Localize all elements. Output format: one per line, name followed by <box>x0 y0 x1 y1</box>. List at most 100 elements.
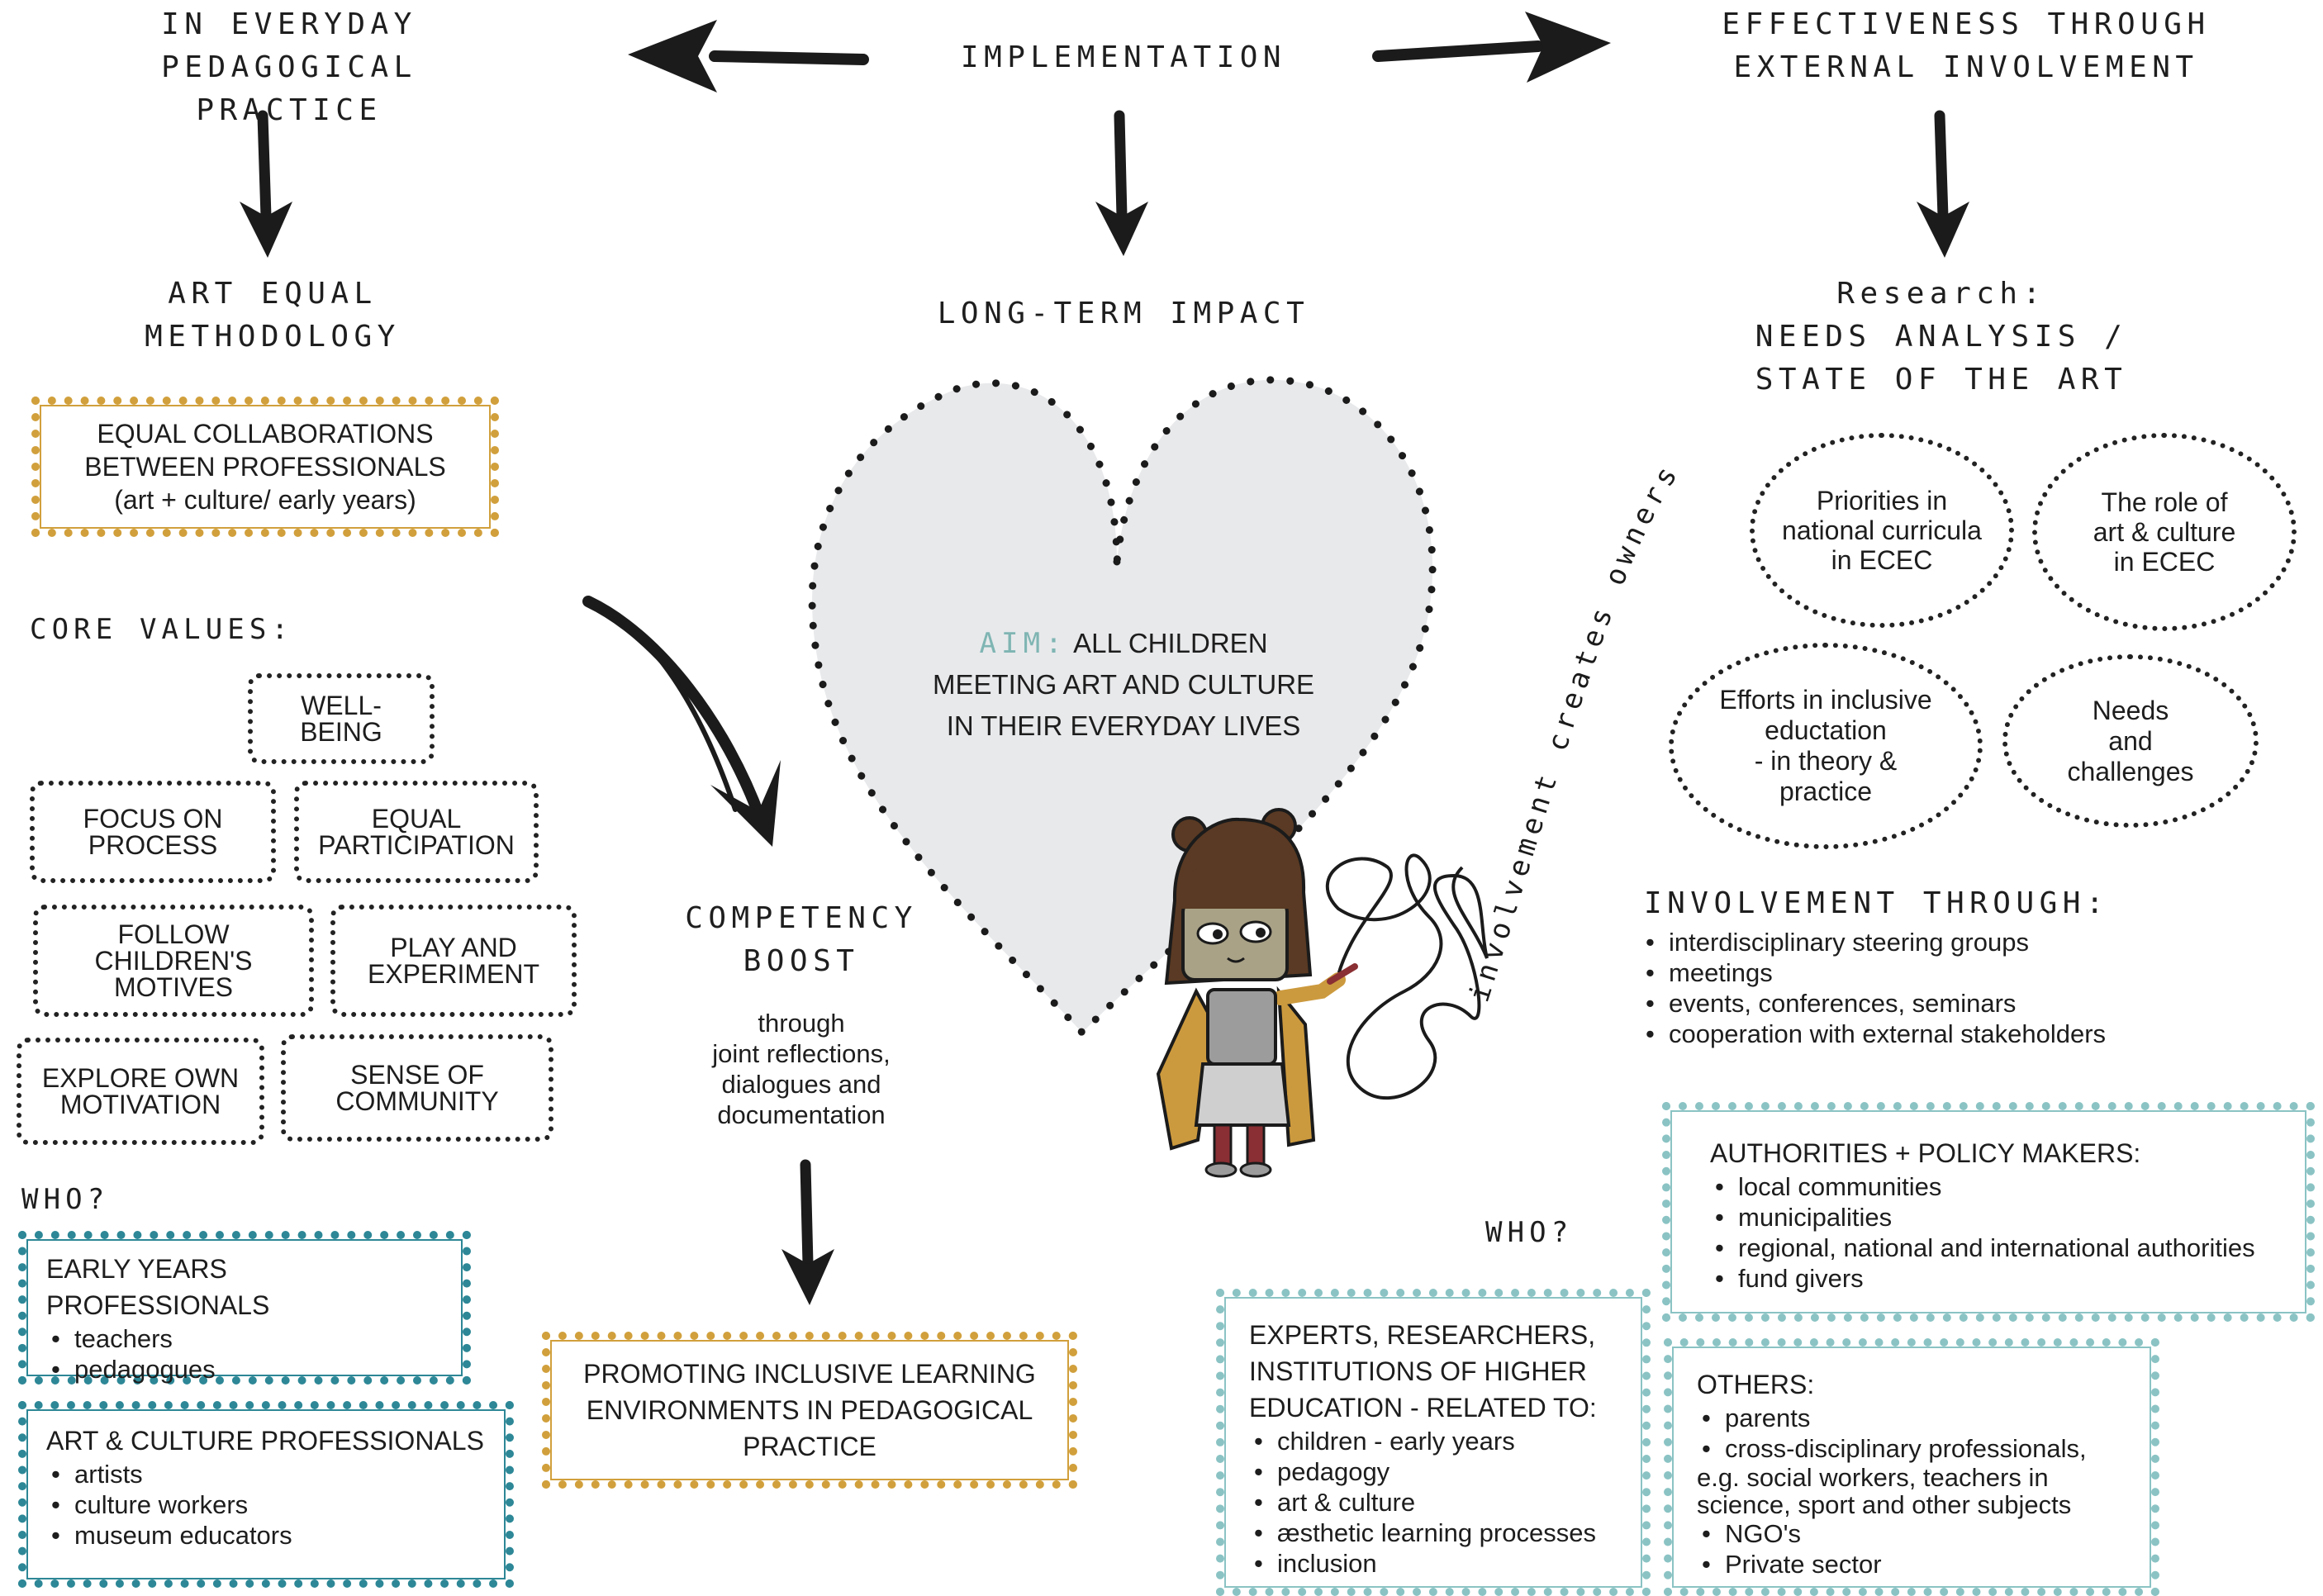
heading-long-term-impact: LONG-TERM IMPACT <box>917 292 1330 335</box>
involvement-label: INVOLVEMENT THROUGH: <box>1644 886 2110 920</box>
experts-list: children - early years pedagogy art & cu… <box>1249 1426 1618 1579</box>
ellipse-line: national curricula <box>1782 515 1982 545</box>
value-line: EQUAL <box>371 804 462 834</box>
list-item: artists <box>46 1459 486 1489</box>
box-title-line: EDUCATION - RELATED TO: <box>1249 1393 1597 1423</box>
heading-external-involvement: EFFECTIVENESS THROUGH EXTERNAL INVOLVEME… <box>1702 3 2230 89</box>
ellipse-line: Needs <box>2092 695 2169 725</box>
arrow-down-right <box>1917 110 1969 258</box>
arrow-diagonal-competency <box>582 596 781 847</box>
aim-statement: AIM: ALL CHILDREN MEETING ART AND CULTUR… <box>892 623 1355 747</box>
heading-line: IN EVERYDAY <box>161 7 417 41</box>
others-box: OTHERS: parents cross-disciplinary profe… <box>1664 1338 2159 1596</box>
ellipse-line: practice <box>1779 777 1873 806</box>
list-item: children - early years <box>1249 1426 1618 1456</box>
aim-line: AIM: ALL CHILDREN <box>892 623 1355 664</box>
box-line: (art + culture/ early years) <box>114 485 416 515</box>
authorities-box: AUTHORITIES + POLICY MAKERS: local commu… <box>1662 1102 2315 1322</box>
core-values-label: CORE VALUES: <box>30 613 294 646</box>
ellipse-role-art: The role of art & culture in ECEC <box>2032 433 2297 631</box>
arrow-to-external-involvement <box>1372 12 1611 83</box>
box-title: OTHERS: <box>1697 1370 1815 1399</box>
aim-text: ALL CHILDREN <box>1073 628 1268 658</box>
list-item: fund givers <box>1710 1263 2267 1294</box>
heart-shape <box>808 376 1437 1038</box>
list-item: Private sector <box>1697 1549 2126 1579</box>
box-line: ENVIRONMENTS IN PEDAGOGICAL <box>586 1395 1033 1425</box>
text-line: through <box>758 1009 845 1038</box>
value-equal-participation: EQUAL PARTICIPATION <box>294 781 539 883</box>
others-list: parents cross-disciplinary professionals… <box>1697 1403 2126 1464</box>
list-item: parents <box>1697 1403 2126 1433</box>
ellipse-line: - in theory & <box>1754 746 1898 776</box>
value-line: MOTIVATION <box>59 1090 221 1119</box>
heading-line: ART EQUAL <box>168 277 378 311</box>
text-line: dialogues and <box>721 1070 881 1099</box>
heading-competency-boost: COMPETENCY BOOST <box>653 897 950 983</box>
list-item: museum educators <box>46 1520 486 1551</box>
value-line: FOLLOW <box>117 919 230 949</box>
box-line: PROMOTING INCLUSIVE LEARNING <box>583 1359 1036 1389</box>
value-follow-motives: FOLLOW CHILDREN'S MOTIVES <box>33 905 314 1017</box>
ellipse-line: in ECEC <box>2113 547 2216 577</box>
value-line: EXPERIMENT <box>367 959 540 989</box>
ellipse-line: and <box>2108 725 2153 756</box>
scribble-line <box>1325 853 1489 1100</box>
value-line: MOTIVES <box>113 972 233 1002</box>
value-wellbeing: WELL- BEING <box>248 673 435 764</box>
list-item: interdisciplinary steering groups <box>1641 927 2252 957</box>
heading-line: COMPETENCY <box>685 901 918 935</box>
heading-line: STATE OF THE ART <box>1755 363 2128 397</box>
heading-line: BOOST <box>743 944 860 978</box>
list-item: events, conferences, seminars <box>1641 988 2252 1019</box>
arrow-down-left <box>240 110 292 258</box>
early-years-list: teachers pedagogues <box>46 1323 443 1385</box>
list-item: cooperation with external stakeholders <box>1641 1019 2252 1049</box>
box-title-line: INSTITUTIONS OF HIGHER <box>1249 1356 1587 1386</box>
value-line: SENSE OF <box>350 1060 484 1090</box>
value-focus-process: FOCUS ON PROCESS <box>30 781 276 883</box>
heading-art-equal-methodology: ART EQUAL METHODOLOGY <box>107 273 438 359</box>
ellipse-line: eductation <box>1765 715 1887 745</box>
text-line: documentation <box>717 1100 886 1129</box>
research-label: Research: <box>1836 277 2046 311</box>
heading-line: NEEDS ANALYSIS / <box>1755 320 2128 354</box>
box-line: PRACTICE <box>743 1432 876 1461</box>
others-list-2: NGO's Private sector <box>1697 1518 2126 1579</box>
value-line: PLAY AND <box>390 933 517 962</box>
value-explore-motivation: EXPLORE OWN MOTIVATION <box>17 1038 264 1145</box>
competency-text: through joint reflections, dialogues and… <box>661 1008 942 1130</box>
list-item: teachers <box>46 1323 443 1354</box>
heading-line: EXTERNAL INVOLVEMENT <box>1733 50 2199 84</box>
heading-everyday-practice: IN EVERYDAY PEDAGOGICAL PRACTICE <box>124 3 454 132</box>
value-line: PARTICIPATION <box>318 830 515 860</box>
ellipse-inclusive-efforts: Efforts in inclusive eductation - in the… <box>1669 643 1983 849</box>
box-line: BETWEEN PROFESSIONALS <box>84 452 446 482</box>
who-label-right: WHO? <box>1485 1216 1574 1249</box>
arrow-to-pedagogical-practice <box>628 20 869 93</box>
girl-illustration <box>1156 808 1358 1178</box>
list-item: cross-disciplinary professionals, <box>1697 1433 2126 1464</box>
heading-line: EFFECTIVENESS THROUGH <box>1722 7 2211 41</box>
arrow-down-competency <box>781 1159 834 1305</box>
note-line: e.g. social workers, teachers in <box>1697 1463 2049 1492</box>
box-title-line: EXPERTS, RESEARCHERS, <box>1249 1320 1596 1350</box>
who-label-left: WHO? <box>21 1183 110 1216</box>
value-sense-community: SENSE OF COMMUNITY <box>281 1034 553 1142</box>
experts-box: EXPERTS, RESEARCHERS, INSTITUTIONS OF HI… <box>1216 1289 1651 1596</box>
list-item: pedagogues <box>46 1354 443 1385</box>
list-item: municipalities <box>1710 1202 2267 1233</box>
ellipse-line: art & culture <box>2093 517 2236 547</box>
art-culture-list: artists culture workers museum educators <box>46 1459 486 1551</box>
ellipse-needs-challenges: Needs and challenges <box>2002 654 2259 828</box>
list-item: NGO's <box>1697 1518 2126 1549</box>
early-years-box: EARLY YEARS PROFESSIONALS teachers pedag… <box>18 1231 471 1385</box>
box-title: AUTHORITIES + POLICY MAKERS: <box>1710 1138 2141 1168</box>
involvement-list: interdisciplinary steering groups meetin… <box>1641 927 2252 1049</box>
value-line: BEING <box>300 717 382 747</box>
value-line: COMMUNITY <box>335 1086 499 1116</box>
heading-implementation: IMPLEMENTATION <box>942 36 1305 79</box>
collaborations-box: EQUAL COLLABORATIONS BETWEEN PROFESSIONA… <box>31 397 499 537</box>
list-item: regional, national and international aut… <box>1710 1233 2267 1263</box>
